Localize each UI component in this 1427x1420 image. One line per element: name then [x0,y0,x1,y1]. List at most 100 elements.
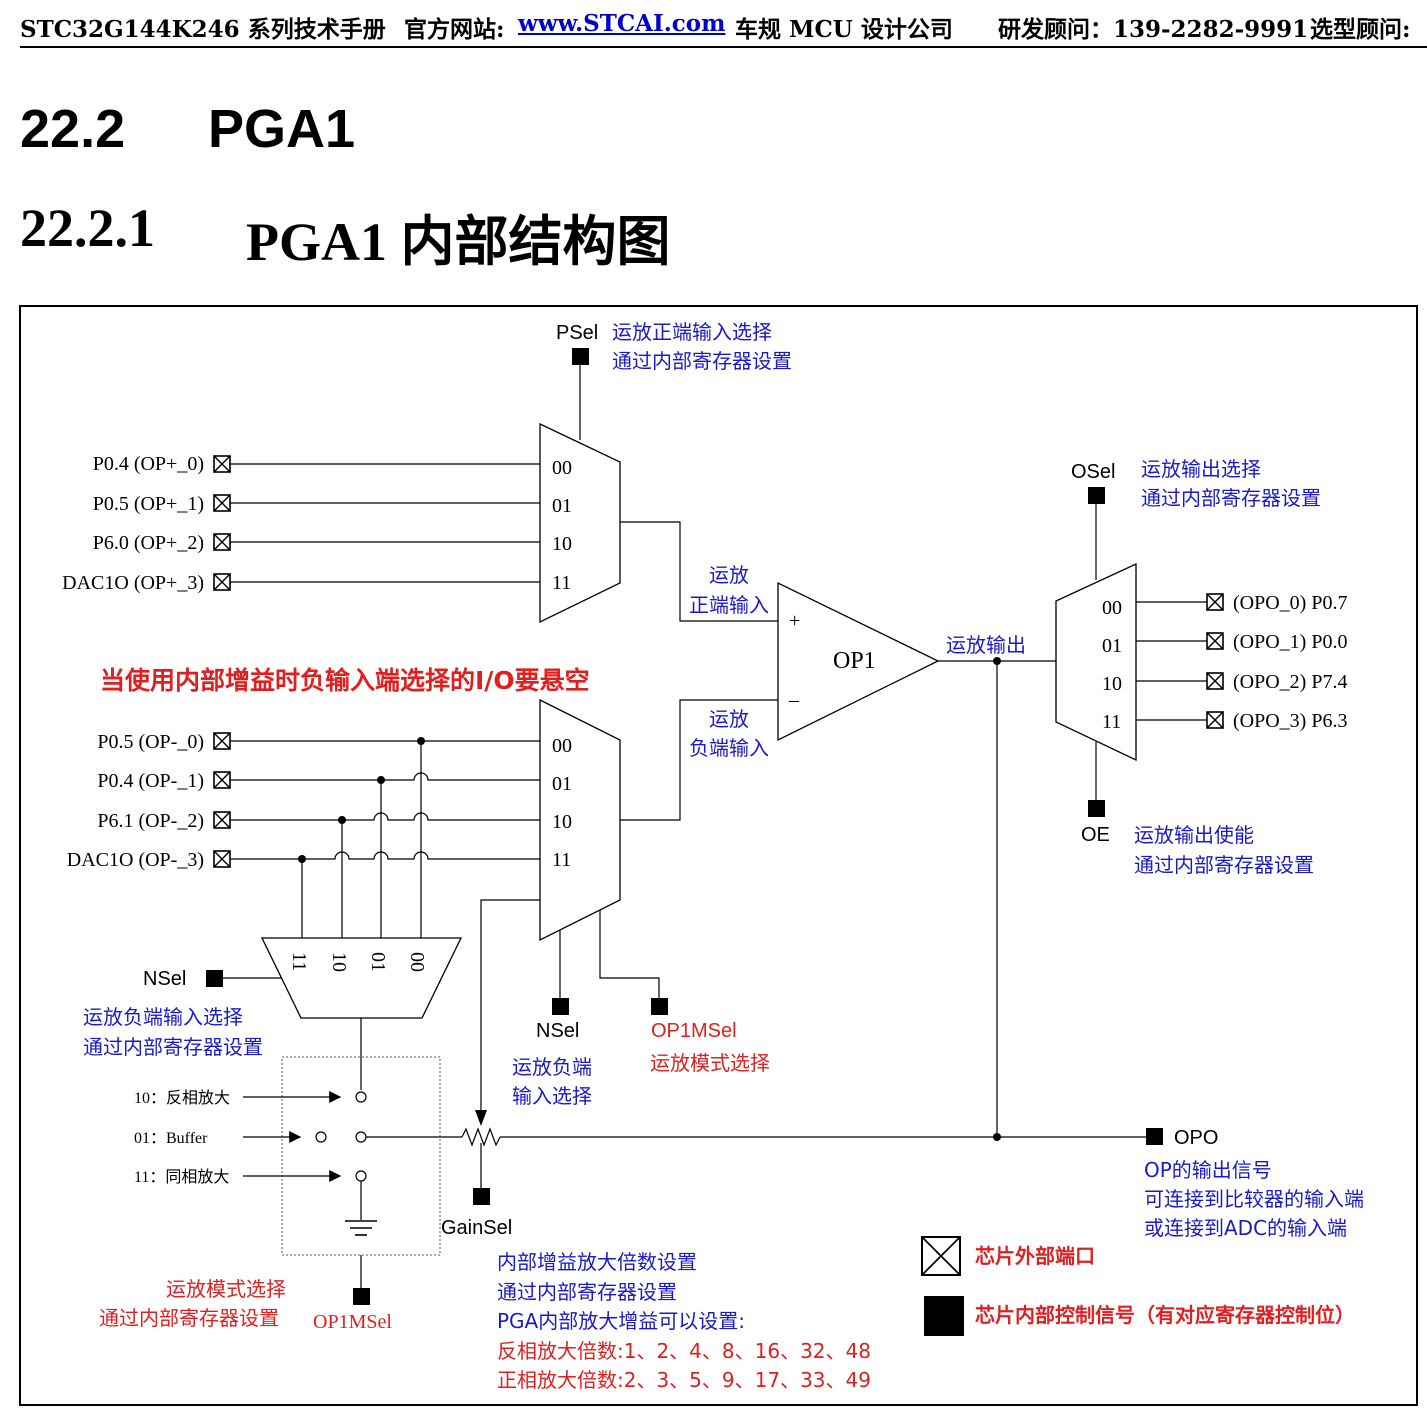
external-port-icon [1206,672,1224,690]
external-port-icon [213,850,231,868]
pos-input-3: DAC1O (OP+_3) [62,572,540,594]
external-port-icon [213,811,231,829]
neg-in-label-1: 运放 [709,707,749,731]
pos-in-label-2: 正端输入 [689,593,769,617]
oe-desc2: 通过内部寄存器设置 [1134,853,1314,877]
mode-noninverting: 11：同相放大 [134,1168,229,1186]
pos-input-label: DAC1O (OP+_3) [62,572,204,594]
pos-input-2: P6.0 (OP+_2) [93,532,540,554]
neg-input-mux [539,698,621,942]
psel-control-icon [572,348,589,365]
pos-input-mux [539,422,621,624]
gain-desc1: 内部增益放大倍数设置 [497,1250,697,1274]
neg-input-label: P6.1 (OP-_2) [97,810,204,832]
output-label: (OPO_0) P0.7 [1233,592,1347,614]
subsection-number: 22.2.1 [20,198,155,258]
op1msel-top-control-icon [651,998,668,1015]
output-1: (OPO_1) P0.0 [1136,631,1347,653]
wiper-arrow-icon [475,1110,487,1126]
op1-amplifier [777,581,940,742]
mode-buffer: 01：Buffer [134,1130,208,1147]
neg-input-1: P0.4 (OP-_1) [97,770,540,792]
psel-name: PSel [556,322,598,344]
oe-desc1: 运放输出使能 [1134,823,1254,847]
opo-desc2: 可连接到比较器的输入端 [1144,1187,1364,1211]
out-label: 运放输出 [946,633,1026,657]
neg-in-label-2: 负端输入 [689,736,769,760]
neg-input-label: DAC1O (OP-_3) [67,849,204,871]
gainsel-control-icon [473,1188,490,1205]
mode-inverting: 10：反相放大 [134,1089,230,1107]
gain-desc2: 通过内部寄存器设置 [497,1280,677,1304]
junction-dot [993,1133,1001,1141]
output-label: (OPO_2) P7.4 [1233,671,1347,693]
output-0: (OPO_0) P0.7 [1136,592,1347,614]
legend-external: 芯片外部端口 [975,1244,1095,1268]
nsel-mid-control-icon [552,998,569,1015]
opo-control-icon [1146,1128,1163,1145]
pos-mux-code-10: 10 [552,533,572,555]
op1msel-bottom-control-icon [353,1288,370,1305]
op-plus-sign: + [789,610,800,632]
external-port-icon [213,455,231,473]
pos-input-0: P0.4 (OP+_0) [93,453,540,475]
osel-control-icon [1088,487,1105,504]
diagram-frame [19,305,1418,1406]
gain-noninverting: 正相放大倍数:2、3、5、9、17、33、49 [497,1368,871,1392]
mode-select-name: OP1MSel [313,1311,392,1333]
pos-in-label-1: 运放 [709,563,749,587]
neg-input-2: P6.1 (OP-_2) [97,810,540,832]
oe-name: OE [1081,824,1110,846]
nsel-mid-desc2: 输入选择 [512,1084,592,1108]
pos-mux-code-00: 00 [552,457,572,479]
mode-switch-box [281,1056,441,1256]
op-name: OP1 [833,648,876,674]
op1msel-top-name: OP1MSel [651,1020,737,1042]
external-port-icon [213,732,231,750]
pos-input-label: P0.5 (OP+_1) [93,493,204,515]
rd-contact: 研发顾问：139-2282-9991 [998,16,1309,43]
out-mux-code-10: 10 [1102,673,1122,695]
psel-desc1: 运放正端输入选择 [612,320,772,344]
pos-input-label: P6.0 (OP+_2) [93,532,204,554]
op1msel-top-desc: 运放模式选择 [650,1051,770,1075]
inner-mux-code-10: 10 [328,952,350,972]
output-mux [1055,562,1137,762]
section-title: PGA1 [208,99,356,159]
opo-desc3: 或连接到ADC的输入端 [1144,1216,1347,1240]
legend-internal: 芯片内部控制信号（有对应寄存器控制位） [975,1303,1355,1327]
gain-desc3: PGA内部放大增益可以设置: [497,1309,745,1333]
external-port-icon [213,494,231,512]
external-port-icon [1206,593,1224,611]
nsel-left-desc2: 通过内部寄存器设置 [83,1035,263,1059]
psel-desc2: 通过内部寄存器设置 [612,349,792,373]
output-label: (OPO_3) P6.3 [1233,710,1347,732]
inner-mux-code-11: 11 [288,952,310,971]
site-label: 官方网站: [404,16,505,43]
out-mux-code-11: 11 [1102,711,1121,733]
neg-input-0: P0.5 (OP-_0) [97,731,540,753]
nsel-left-desc1: 运放负端输入选择 [83,1005,243,1029]
neg-mux-code-11: 11 [552,849,571,871]
neg-input-label: P0.4 (OP-_1) [97,770,204,792]
osel-desc2: 通过内部寄存器设置 [1141,486,1321,510]
osel-name: OSel [1071,461,1115,483]
section-number: 22.2 [20,99,126,159]
output-2: (OPO_2) P7.4 [1136,671,1347,693]
legend: 芯片外部端口 芯片内部控制信号（有对应寄存器控制位） [921,1236,1355,1336]
osel-desc1: 运放输出选择 [1141,457,1261,481]
nsel-mid-name: NSel [536,1020,579,1042]
mode-select-desc1: 运放模式选择 [166,1277,286,1301]
neg-input-label: P0.5 (OP-_0) [97,731,204,753]
company-label: 车规 MCU 设计公司 [735,16,953,43]
site-link[interactable]: www.STCAI.com [518,10,726,37]
neg-mux-code-00: 00 [552,735,572,757]
external-port-icon [1206,711,1224,729]
inner-mux-code-00: 00 [406,952,428,972]
out-mux-code-01: 01 [1102,635,1122,657]
oe-control-icon [1088,800,1105,817]
pos-input-1: P0.5 (OP+_1) [93,493,540,515]
neg-mux-code-01: 01 [552,773,572,795]
nsel-left-name: NSel [143,968,186,990]
